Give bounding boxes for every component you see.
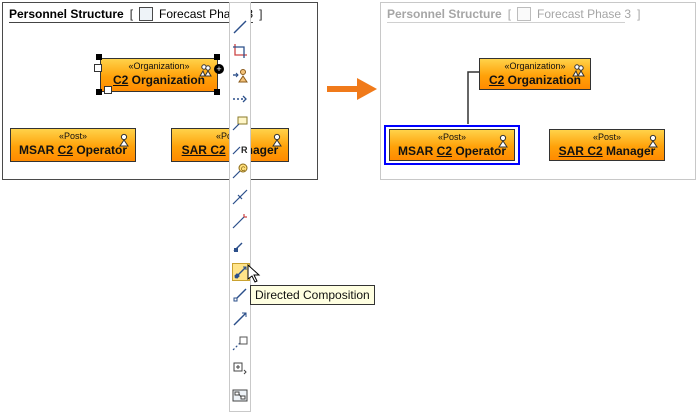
corner-arrow-icon[interactable] (232, 237, 250, 255)
left-post-msar-name-prefix: MSAR (18, 143, 58, 157)
right-post-sar-name: SAR C2 Manager (550, 144, 664, 158)
post-icon (270, 133, 284, 147)
selection-handle[interactable] (214, 54, 220, 60)
right-organization-stereotype: «Organization» (504, 61, 566, 71)
right-post-msar-shape[interactable]: «Post» MSAR C2 Operator (389, 129, 515, 161)
svg-text:C: C (241, 167, 246, 173)
organization-icon (572, 63, 586, 77)
left-organization-name-rest: Organization (128, 73, 205, 87)
line2-icon[interactable] (232, 287, 250, 305)
right-tab-name[interactable]: Forecast Phase 3 (537, 7, 632, 21)
crop-icon[interactable] (232, 43, 250, 61)
directed-composition-icon[interactable] (232, 263, 250, 281)
right-organization-name-prefix: C2 (488, 73, 505, 87)
left-post-msar-name-mid: C2 (57, 143, 73, 157)
left-post-msar-name: MSAR C2 Operator (11, 143, 135, 157)
smart-manipulator-toolbar: R C (229, 2, 251, 412)
user-add-icon[interactable] (232, 67, 250, 85)
left-organization-name: C2 Organization (101, 73, 217, 87)
left-organization-stereotype: «Organization» (128, 61, 190, 71)
connector-icon[interactable] (232, 189, 250, 207)
selection-handle[interactable] (214, 89, 220, 95)
c-icon[interactable]: C (232, 163, 250, 181)
left-post-msar-stereotype: «Post» (58, 131, 88, 141)
right-post-sar-stereotype: «Post» (592, 132, 622, 142)
left-organization-name-prefix: C2 (112, 73, 129, 87)
post-icon (496, 134, 510, 148)
right-organization-name: C2 Organization (480, 73, 590, 87)
right-tab-close-bracket: ] (637, 7, 641, 21)
mouse-cursor-icon (247, 264, 261, 283)
right-post-msar-name-rest: Operator (452, 144, 507, 158)
diagram-tab-icon (139, 7, 154, 21)
left-organization-shape[interactable]: «Organization» C2 Organization (100, 58, 218, 92)
left-post-sar-name-prefix: SAR (181, 143, 207, 157)
left-diagram-title: Personnel Structure (9, 7, 124, 21)
selection-handle[interactable] (96, 54, 102, 60)
add-icon[interactable]: + (214, 64, 224, 74)
note-icon[interactable] (232, 115, 250, 133)
left-post-sar-name-mid: C2 (206, 143, 226, 157)
diagram-icon[interactable] (232, 387, 250, 405)
right-post-sar-name-rest: Manager (602, 144, 656, 158)
organization-icon (199, 63, 213, 77)
grid-settings-icon[interactable] (232, 361, 250, 379)
post-icon (117, 133, 131, 147)
diagram-tab-icon (517, 7, 532, 21)
selection-handle[interactable] (94, 64, 102, 72)
right-tab-divider (387, 22, 625, 23)
right-post-msar-name: MSAR C2 Operator (390, 144, 514, 158)
svg-text:R: R (241, 145, 248, 155)
directed-line-icon[interactable] (232, 311, 250, 329)
right-organization-shape[interactable]: «Organization» C2 Organization (479, 58, 591, 90)
right-post-msar-name-prefix: MSAR (397, 144, 437, 158)
left-tab-open-bracket: [ (129, 7, 134, 21)
right-tab-open-bracket: [ (507, 7, 512, 21)
line-icon[interactable] (232, 19, 250, 37)
branch-icon[interactable] (232, 213, 250, 231)
left-tab-close-bracket: ] (259, 7, 263, 21)
right-post-sar-shape[interactable]: «Post» SAR C2 Manager (549, 129, 665, 161)
dashed-arrow-icon[interactable] (232, 91, 250, 109)
r-icon[interactable]: R (232, 139, 250, 157)
selection-handle[interactable] (96, 89, 102, 95)
right-diagram-title: Personnel Structure (387, 7, 502, 21)
left-tab-divider (9, 22, 253, 23)
right-organization-name-rest: Organization (504, 73, 581, 87)
right-post-msar-stereotype: «Post» (437, 132, 467, 142)
right-post-sar-name-prefix: SAR (558, 144, 584, 158)
palette-tooltip: Directed Composition (250, 285, 375, 305)
right-diagram-header: Personnel Structure [ Forecast Phase 3 ] (381, 3, 695, 25)
post-icon (646, 134, 660, 148)
arrow-icon (327, 78, 377, 100)
note-link-icon[interactable] (232, 335, 250, 353)
selection-highlight (384, 125, 520, 165)
selection-handle[interactable] (104, 86, 112, 94)
right-post-sar-name-mid: C2 (583, 144, 603, 158)
left-post-msar-name-rest: Operator (73, 143, 128, 157)
left-post-msar-shape[interactable]: «Post» MSAR C2 Operator (10, 128, 136, 162)
right-post-msar-name-mid: C2 (436, 144, 452, 158)
